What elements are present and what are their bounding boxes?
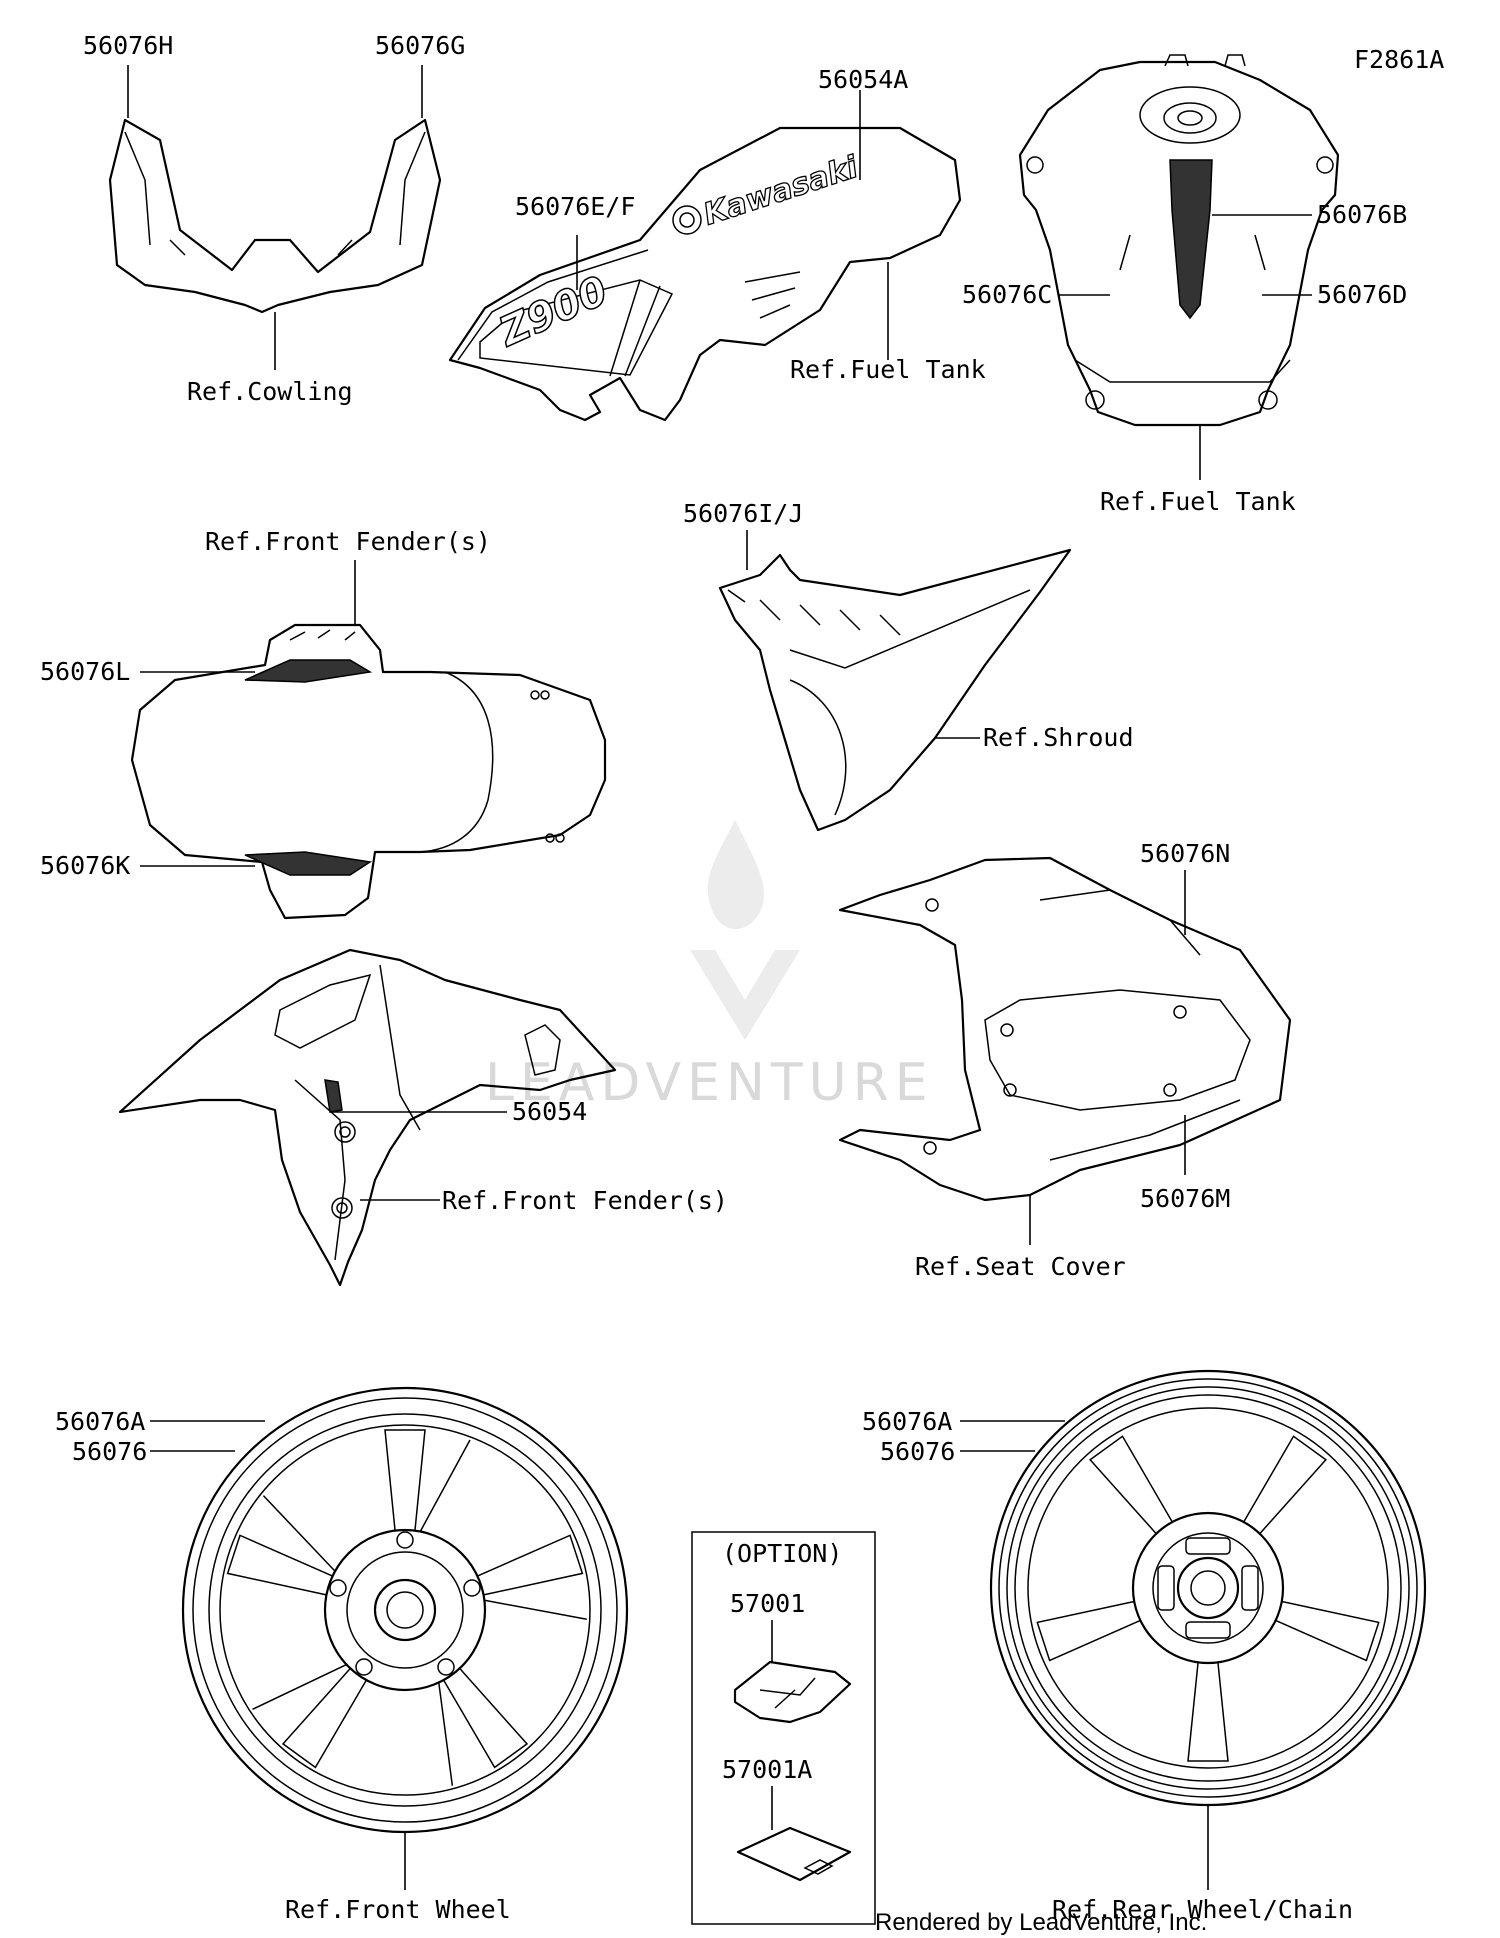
- label-56076N[interactable]: 56076N: [1140, 839, 1230, 868]
- front-fender-side-group: 56054 Ref.Front Fender(s): [118, 948, 728, 1287]
- kawasaki-logo: Kawasaki: [699, 150, 862, 233]
- fuel-tank-top-group: 56076B 56076C 56076D Ref.Fuel Tank: [962, 54, 1407, 516]
- label-ref-front-fender-top: Ref.Front Fender(s): [205, 527, 491, 556]
- front-wheel-group: 56076A 56076 Ref.Front Wheel: [55, 1386, 629, 1924]
- diagram-code: F2861A: [1354, 45, 1444, 74]
- shroud-group: 56076I/J Ref.Shroud: [683, 499, 1134, 832]
- front-wheel-part: [181, 1386, 629, 1834]
- seat-cover-part: [838, 856, 1292, 1202]
- label-56076L[interactable]: 56076L: [40, 657, 130, 686]
- label-56076H[interactable]: 56076H: [83, 31, 173, 60]
- watermark: LEADVENTURE: [485, 820, 928, 1113]
- label-rear-56076[interactable]: 56076: [880, 1437, 955, 1466]
- credit-text: Rendered by LeadVenture, Inc.: [875, 1909, 1207, 1936]
- label-56076G[interactable]: 56076G: [375, 31, 465, 60]
- label-56054[interactable]: 56054: [512, 1097, 587, 1126]
- label-front-56076[interactable]: 56076: [72, 1437, 147, 1466]
- label-56076B[interactable]: 56076B: [1317, 200, 1407, 229]
- fuel-tank-side-part: [448, 126, 962, 422]
- label-ref-shroud: Ref.Shroud: [983, 723, 1134, 752]
- label-ref-seat-cover: Ref.Seat Cover: [915, 1252, 1126, 1281]
- label-56076C[interactable]: 56076C: [962, 280, 1052, 309]
- part-57001A: [736, 1826, 852, 1882]
- shroud-part: [718, 548, 1072, 832]
- option-box-frame: [691, 1531, 876, 1925]
- label-57001A[interactable]: 57001A: [722, 1755, 812, 1784]
- label-56076M[interactable]: 56076M: [1140, 1184, 1230, 1213]
- label-ref-fuel-tank-top: Ref.Fuel Tank: [1100, 487, 1296, 516]
- label-56076D[interactable]: 56076D: [1317, 280, 1407, 309]
- rear-wheel-part: [989, 1369, 1427, 1807]
- cowling-group: 56076H 56076G Ref.Cowling: [83, 31, 465, 406]
- option-box: (OPTION) 57001 57001A: [691, 1531, 876, 1925]
- label-ref-front-wheel: Ref.Front Wheel: [285, 1895, 511, 1924]
- label-ref-fuel-tank-side: Ref.Fuel Tank: [790, 355, 986, 384]
- label-57001[interactable]: 57001: [730, 1589, 805, 1618]
- fuel-tank-side-group: Kawasaki Z900 56054A 56076E/F Ref.Fuel T…: [448, 65, 986, 422]
- front-fender-side-part: [118, 948, 617, 1287]
- cowling-part: [108, 118, 442, 314]
- label-ref-front-fender-side: Ref.Front Fender(s): [442, 1186, 728, 1215]
- label-ref-cowling: Ref.Cowling: [187, 377, 353, 406]
- label-rear-56076A[interactable]: 56076A: [862, 1407, 952, 1436]
- label-56076I-J[interactable]: 56076I/J: [683, 499, 803, 528]
- label-option: (OPTION): [722, 1539, 842, 1568]
- seat-cover-group: 56076N 56076M Ref.Seat Cover: [838, 839, 1292, 1281]
- label-ref-rear-wheel: Ref.Rear Wheel/Chain: [1052, 1895, 1353, 1924]
- rear-wheel-group: 56076A 56076 Ref.Rear Wheel/Chain: [862, 1369, 1427, 1924]
- part-57001: [733, 1660, 852, 1724]
- front-fender-top-part: [130, 623, 607, 920]
- label-front-56076A[interactable]: 56076A: [55, 1407, 145, 1436]
- label-56054A[interactable]: 56054A: [818, 65, 908, 94]
- front-fender-top-group: Ref.Front Fender(s) 56076L 56076K: [40, 527, 607, 920]
- label-56076E-F[interactable]: 56076E/F: [515, 192, 635, 221]
- fuel-tank-top-part: [1018, 60, 1340, 427]
- label-56076K[interactable]: 56076K: [40, 851, 130, 880]
